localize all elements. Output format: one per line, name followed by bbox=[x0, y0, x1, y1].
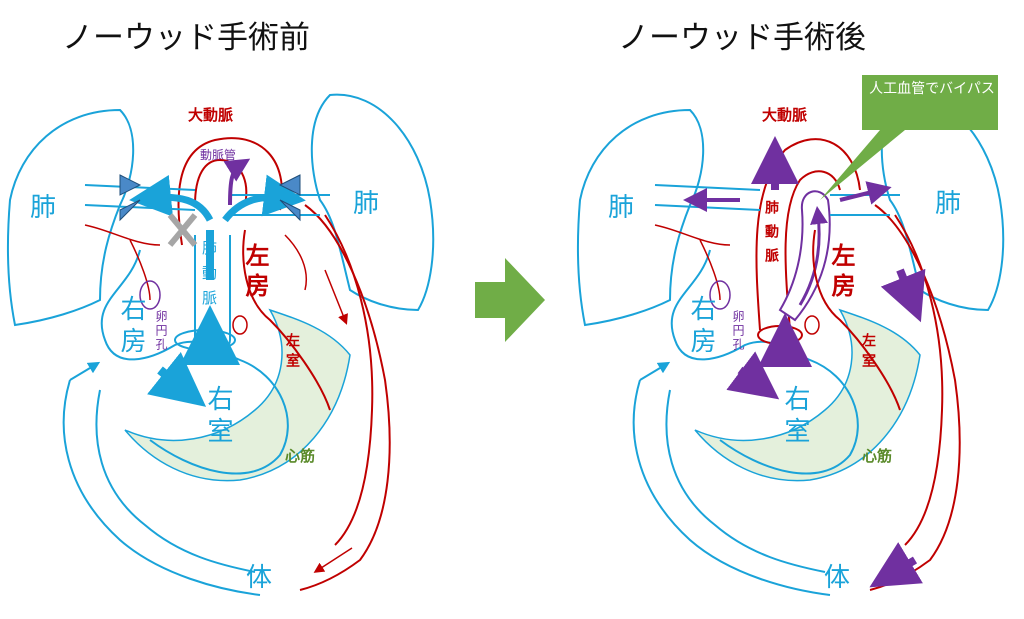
body-loop-red-before bbox=[299, 204, 391, 591]
heart-muscle-after bbox=[694, 308, 921, 482]
left-heart-outline-after bbox=[812, 229, 901, 411]
callout-text: 人工血管でバイパス bbox=[869, 81, 995, 97]
label-aorta-before: 大動脈 bbox=[188, 106, 234, 124]
closed-pulmonary-x-icon bbox=[167, 213, 198, 247]
left-heart-outline-before bbox=[242, 229, 331, 411]
diagram-before bbox=[6, 93, 435, 596]
label-aorta-after: 大動脈 bbox=[762, 106, 808, 124]
artificial-graft-after bbox=[778, 190, 831, 322]
label-left-atrium-after: 左房 bbox=[827, 243, 855, 303]
diagram-after bbox=[576, 75, 1005, 596]
lung-right-before bbox=[310, 93, 435, 312]
clamp-icons-before bbox=[119, 174, 301, 222]
label-heart-muscle-after: 心筋 bbox=[862, 447, 893, 465]
label-heart-muscle-before: 心筋 bbox=[285, 447, 316, 465]
label-pulmonary-artery-before: 肺動脈 bbox=[200, 240, 218, 315]
callout-bubble bbox=[820, 75, 998, 200]
label-right-ventricle-after: 右室 bbox=[780, 385, 810, 449]
body-loop-blue-after bbox=[632, 379, 831, 596]
heart-muscle-before bbox=[124, 308, 351, 482]
label-lung-left-after: 肺 bbox=[608, 193, 635, 223]
label-lung-right-after: 肺 bbox=[935, 189, 962, 219]
lung-left-before bbox=[6, 108, 135, 327]
label-right-atrium-after: 右房 bbox=[686, 295, 716, 359]
title-before: ノーウッド手術前 bbox=[62, 20, 310, 56]
transition-arrow-icon bbox=[475, 258, 545, 342]
label-body-after: 体 bbox=[824, 563, 851, 593]
title-after: ノーウッド手術後 bbox=[618, 20, 866, 56]
aorta-arch-before bbox=[177, 137, 283, 246]
label-pulmonary-artery-after: 肺動脈 bbox=[763, 200, 779, 272]
label-foramen-ovale-before: 卵円孔 bbox=[154, 310, 168, 352]
label-ductus-before: 動脈管 bbox=[200, 148, 237, 162]
label-foramen-ovale-after: 卵円孔 bbox=[731, 310, 745, 352]
label-lung-right-before: 肺 bbox=[353, 189, 380, 219]
label-left-ventricle-before: 左室 bbox=[284, 333, 300, 373]
label-body-before: 体 bbox=[246, 563, 273, 593]
label-lung-left-before: 肺 bbox=[30, 193, 57, 223]
label-right-ventricle-before: 右室 bbox=[203, 385, 233, 449]
label-right-atrium-before: 右房 bbox=[116, 295, 146, 359]
label-left-ventricle-after: 左室 bbox=[860, 333, 876, 373]
body-loop-blue-before bbox=[62, 379, 261, 596]
label-left-atrium-before: 左房 bbox=[241, 243, 269, 303]
